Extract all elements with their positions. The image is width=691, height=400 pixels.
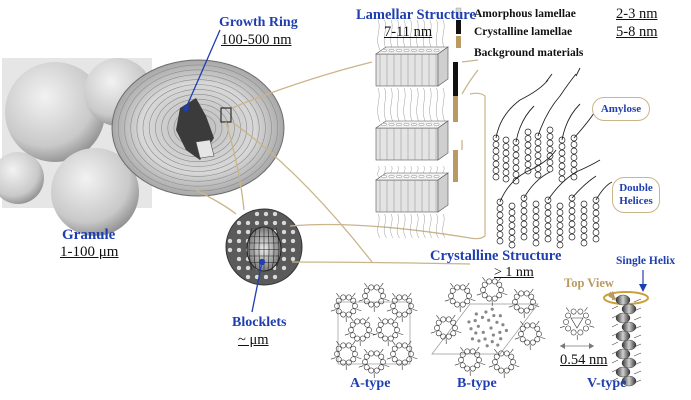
b-type-structure	[430, 276, 546, 379]
amylopectin-cluster	[469, 67, 613, 249]
v-type-label: V-type	[587, 376, 627, 391]
growth-ring-cross-section	[111, 59, 285, 197]
amylose-bubble: Amylose	[592, 97, 650, 121]
blocklets-label: Blocklets	[232, 315, 287, 330]
v-helix	[603, 291, 649, 387]
growth-ring-size: 100-500 nm	[221, 32, 292, 48]
legend-amorphous-size: 2-3 nm	[616, 6, 658, 22]
double-helices-bubble: Double Helices	[612, 177, 660, 213]
single-helix-label: Single Helix	[616, 255, 676, 267]
crystalline-size: > 1 nm	[494, 265, 534, 280]
leader-lines	[182, 29, 266, 313]
growth-ring-label: Growth Ring	[219, 15, 298, 30]
crystalline-label: Crystalline Structure	[430, 248, 562, 264]
legend-background-label: Background materials	[474, 47, 584, 59]
granule-label: Granule	[62, 227, 116, 243]
amylose-label: Amylose	[600, 102, 642, 115]
granule-size: 1-100 μm	[60, 244, 119, 260]
zoom-connectors	[195, 61, 479, 265]
lamellar-size: 7-11 nm	[384, 24, 433, 40]
legend-crystalline-label: Crystalline lamellae	[474, 26, 573, 38]
lamellar-stack	[375, 7, 479, 239]
blocklets-size: ~ μm	[238, 332, 269, 348]
legend-crystalline-size: 5-8 nm	[616, 24, 658, 40]
a-type-label: A-type	[350, 376, 391, 391]
lamellar-label: Lamellar Structure	[356, 7, 476, 23]
v-dimension-label: 0.54 nm	[560, 352, 608, 368]
legend-amorphous-label: Amorphous lamellae	[474, 8, 576, 20]
double-helices-label: Double Helices	[619, 182, 653, 207]
v-type-structure	[559, 270, 649, 387]
a-type-structure	[330, 282, 418, 379]
blocklets-image	[225, 208, 303, 286]
b-type-label: B-type	[457, 376, 497, 391]
top-view-label: Top View	[564, 276, 614, 290]
